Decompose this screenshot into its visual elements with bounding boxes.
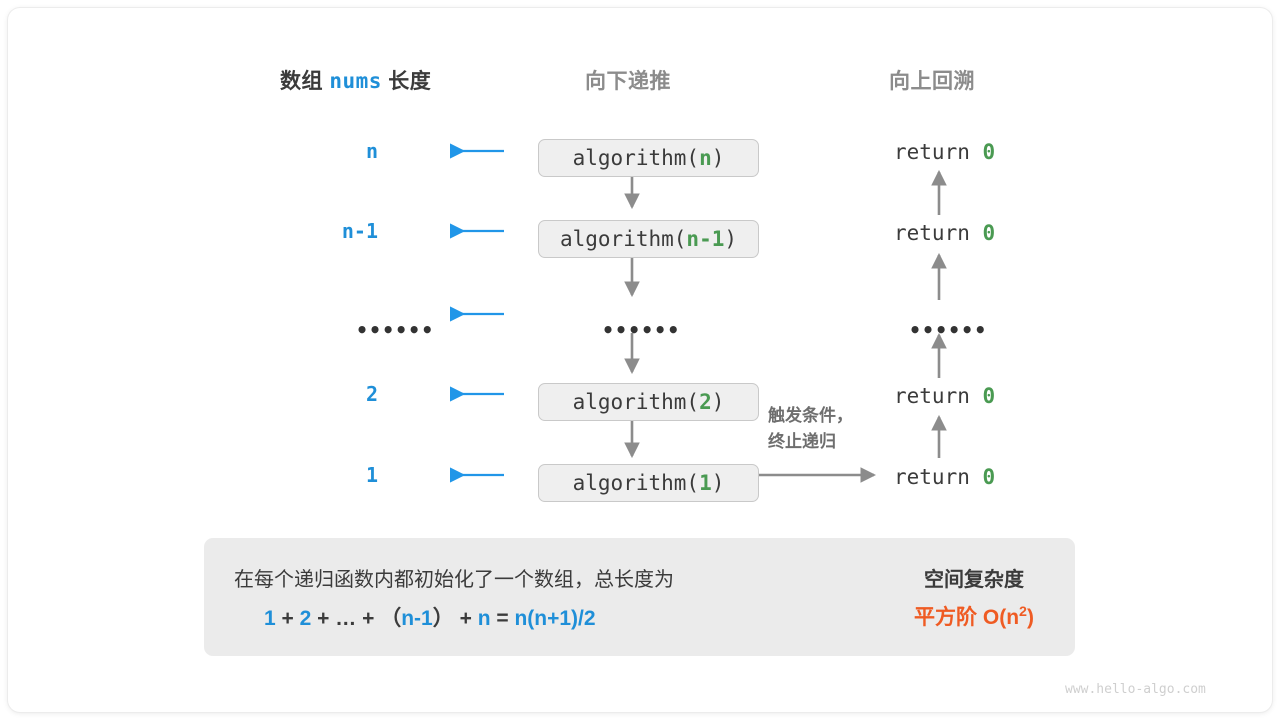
formula-result: n(n+1)/2 xyxy=(514,607,596,630)
return-value-row-4: 0 xyxy=(982,384,996,408)
call-arg-2: 2 xyxy=(699,390,712,414)
return-label-row-2: return 0 xyxy=(894,221,996,245)
call-box-1[interactable]: algorithm(1) xyxy=(538,464,759,502)
length-label-row-2: n-1 xyxy=(341,219,378,243)
length-column-header: 数组 nums 长度 xyxy=(280,69,432,93)
blue-length-arrows xyxy=(449,143,504,483)
formula-op-3: + xyxy=(362,607,375,630)
call-arg-n-minus-1: n-1 xyxy=(686,227,725,251)
result-value: 平方阶 O(n2) xyxy=(864,601,1084,631)
formula-op-1: + xyxy=(281,607,294,630)
call-column-ellipsis: •••••• xyxy=(602,318,681,342)
result-value-suffix: ) xyxy=(1026,606,1034,629)
formula-op-2: + xyxy=(317,607,330,630)
nums-code-label: nums xyxy=(329,69,382,93)
trigger-condition-note: 触发条件， 终止递归 xyxy=(768,403,853,456)
formula-term-n: n xyxy=(477,607,491,630)
call-arg-n: n xyxy=(699,146,712,170)
call-arg-1: 1 xyxy=(699,471,712,495)
length-label-ellipsis: •••••• xyxy=(356,318,435,342)
return-label-row-5: return 0 xyxy=(894,465,996,489)
formula-right-paren: ） xyxy=(432,607,454,630)
return-column-ellipsis: •••••• xyxy=(909,318,988,342)
trigger-note-line2: 终止递归 xyxy=(768,432,836,452)
formula-equals: = xyxy=(496,607,509,630)
summary-formula: 1 + 2 + … + （n-1） + n = n(n+1)/2 xyxy=(264,602,596,632)
return-value-row-1: 0 xyxy=(982,140,996,164)
formula-left-paren: （ xyxy=(380,607,402,630)
return-label-row-1: return 0 xyxy=(894,140,996,164)
formula-op-4: + xyxy=(459,607,472,630)
formula-term-2: 2 xyxy=(299,607,312,630)
formula-term-dots: … xyxy=(335,607,357,630)
summary-box: 在每个递归函数内都初始化了一个数组，总长度为 1 + 2 + … + （n-1）… xyxy=(204,538,1075,656)
result-value-exponent: 2 xyxy=(1019,604,1027,620)
length-label-row-1: n xyxy=(365,139,378,163)
call-box-n-minus-1[interactable]: algorithm(n-1) xyxy=(538,220,759,258)
return-value-row-2: 0 xyxy=(982,221,996,245)
formula-term-1: 1 xyxy=(264,607,276,630)
formula-term-n-minus-1: n-1 xyxy=(401,607,433,630)
call-box-n[interactable]: algorithm(n) xyxy=(538,139,759,177)
summary-description: 在每个递归函数内都初始化了一个数组，总长度为 xyxy=(234,569,674,591)
return-label-row-4: return 0 xyxy=(894,384,996,408)
trigger-note-line1: 触发条件， xyxy=(768,406,853,425)
return-value-row-5: 0 xyxy=(982,465,996,489)
watermark: www.hello-algo.com xyxy=(1065,682,1206,697)
length-label-row-5: 1 xyxy=(365,463,378,487)
result-value-prefix: 平方阶 O(n xyxy=(914,606,1020,629)
downward-column-header: 向下递推 xyxy=(585,70,671,93)
diagram-canvas: 数组 nums 长度 向下递推 向上回溯 n n-1 •••••• 2 1 al… xyxy=(8,8,1272,712)
length-label-row-4: 2 xyxy=(365,382,378,406)
upward-column-header: 向上回溯 xyxy=(889,70,975,93)
call-box-2[interactable]: algorithm(2) xyxy=(538,383,759,421)
result-title: 空间复杂度 xyxy=(924,569,1024,591)
